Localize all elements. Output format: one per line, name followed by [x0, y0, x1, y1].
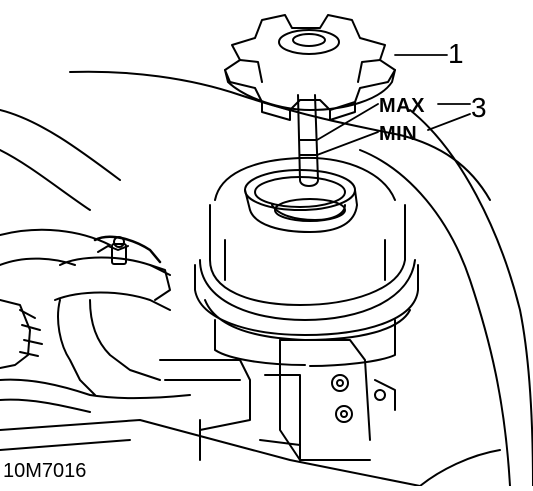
engine-bay-contours [0, 72, 533, 486]
figure-reference: 10M7016 [3, 460, 87, 482]
max-leader-line [317, 104, 378, 140]
filler-neck [245, 170, 357, 232]
callout-leaders [317, 55, 470, 155]
dipstick [298, 95, 318, 186]
min-leader-line [317, 132, 378, 155]
min-level-label: MIN [379, 123, 418, 145]
callout-number-level: 3 [471, 92, 487, 123]
min-to-3-line [428, 114, 470, 130]
max-level-label: MAX [379, 95, 425, 117]
callout-number-cap: 1 [448, 38, 464, 69]
coolant-hose-left [0, 237, 190, 412]
filler-cap [225, 15, 395, 120]
expansion-tank [195, 158, 418, 366]
